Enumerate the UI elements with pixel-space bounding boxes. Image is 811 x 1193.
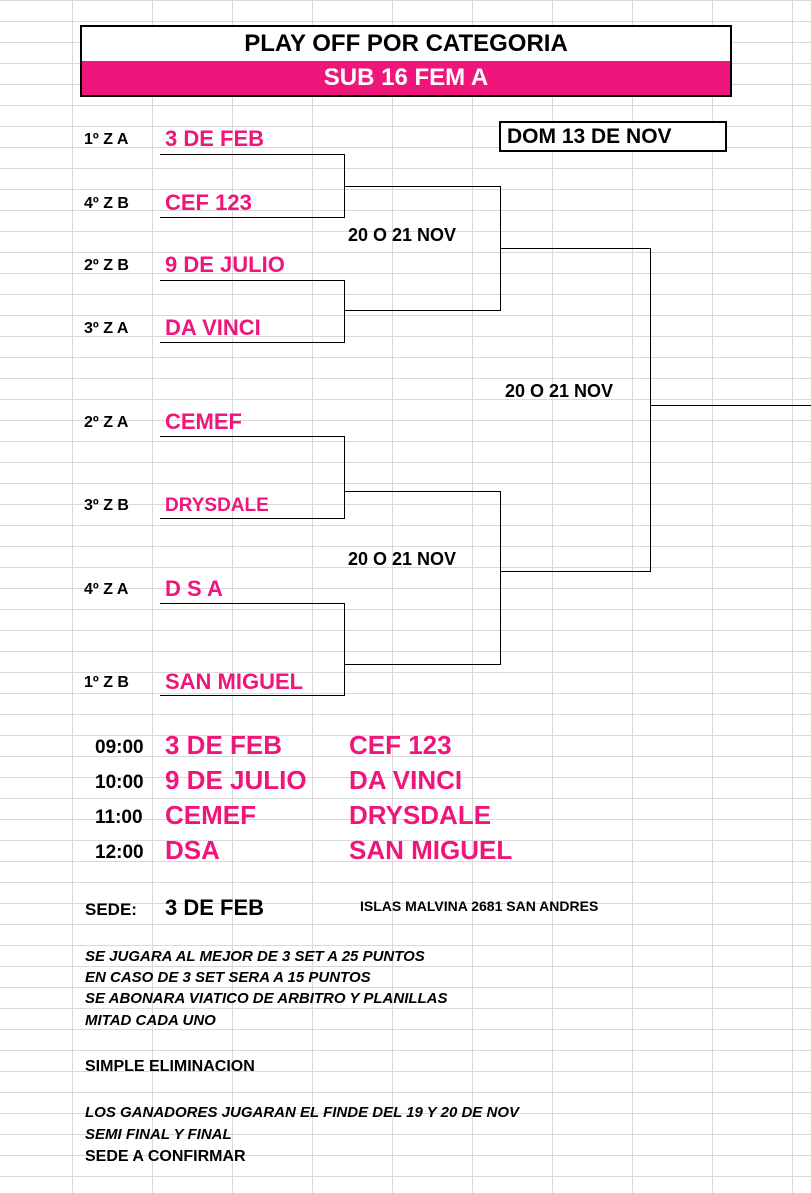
bracket-team: 9 DE JULIO	[165, 252, 285, 277]
match-away-team: CEF 123	[349, 730, 452, 760]
seed-label: 2º Z B	[84, 257, 129, 274]
rule-note: MITAD CADA UNO	[85, 1012, 216, 1029]
match-home-team: 9 DE JULIO	[165, 765, 307, 795]
seed-label: 3º Z A	[84, 320, 129, 337]
page-title: PLAY OFF POR CATEGORIA	[80, 25, 732, 63]
bracket-team: D S A	[165, 576, 223, 601]
footer-note: LOS GANADORES JUGARAN EL FINDE DEL 19 Y …	[85, 1104, 519, 1121]
match-away-team: DA VINCI	[349, 765, 463, 795]
match-away-team: SAN MIGUEL	[349, 835, 513, 865]
match-home-team: DSA	[165, 835, 220, 865]
rule-note: SE ABONARA VIATICO DE ARBITRO Y PLANILLA…	[85, 990, 448, 1007]
match-home-team: CEMEF	[165, 800, 256, 830]
footer-venue: SEDE A CONFIRMAR	[85, 1148, 246, 1165]
bracket-team: CEF 123	[165, 190, 252, 215]
bracket-team: DRYSDALE	[165, 495, 269, 516]
match-time: 11:00	[95, 807, 143, 828]
seed-label: 3º Z B	[84, 497, 129, 514]
bracket-team: DA VINCI	[165, 315, 261, 340]
match-time: 12:00	[95, 842, 144, 863]
seed-label: 4º Z A	[84, 581, 129, 598]
rule-note: EN CASO DE 3 SET SERA A 15 PUNTOS	[85, 969, 371, 986]
category-banner: SUB 16 FEM A	[80, 61, 732, 97]
venue-label: SEDE:	[85, 900, 137, 919]
seed-label: 1º Z B	[84, 674, 129, 691]
bracket-team: CEMEF	[165, 409, 242, 434]
footer-note: SEMI FINAL Y FINAL	[85, 1126, 232, 1143]
seed-label: 1º Z A	[84, 131, 129, 148]
venue-name: 3 DE FEB	[165, 895, 265, 920]
match-home-team: 3 DE FEB	[165, 730, 283, 760]
round-date: 20 O 21 NOV	[348, 549, 457, 569]
round-date: 20 O 21 NOV	[505, 381, 614, 401]
venue-address: ISLAS MALVINA 2681 SAN ANDRES	[360, 898, 599, 914]
round-date: 20 O 21 NOV	[348, 225, 457, 245]
match-away-team: DRYSDALE	[349, 800, 492, 830]
bracket-team: SAN MIGUEL	[165, 669, 304, 694]
match-time: 10:00	[95, 772, 144, 793]
rule-note: SE JUGARA AL MEJOR DE 3 SET A 25 PUNTOS	[85, 948, 425, 965]
match-time: 09:00	[95, 737, 144, 758]
final-date-box: DOM 13 DE NOV	[499, 121, 727, 152]
format-label: SIMPLE ELIMINACION	[85, 1058, 255, 1075]
seed-label: 2º Z A	[84, 414, 129, 431]
seed-label: 4º Z B	[84, 195, 129, 212]
bracket-team: 3 DE FEB	[165, 126, 265, 151]
